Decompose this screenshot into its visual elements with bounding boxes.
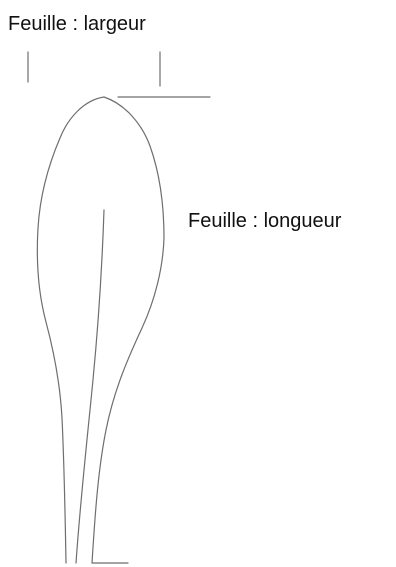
leaf-midrib [76, 210, 104, 563]
leaf-outline [37, 97, 164, 563]
